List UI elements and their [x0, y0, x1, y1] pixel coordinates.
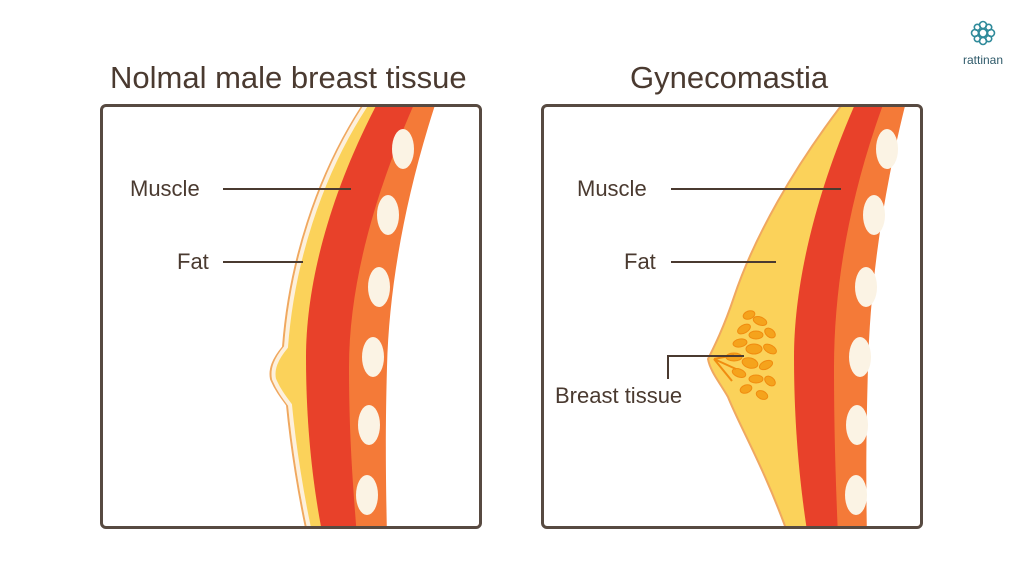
- gynecomastia-chest-cross-section: [667, 107, 920, 526]
- normal-panel-title: Nolmal male breast tissue: [110, 60, 467, 95]
- rib-bone: [855, 267, 877, 307]
- normal-diagram-panel: Muscle Fat: [100, 104, 482, 529]
- normal-skin-edge: [271, 107, 368, 526]
- gynecomastia-diagram-panel: Muscle Fat Breast tissue: [541, 104, 923, 529]
- rib-bone: [358, 405, 380, 445]
- gyno-breast-tissue-label: Breast tissue: [555, 383, 683, 408]
- gynecomastia-panel-title: Gynecomastia: [630, 60, 829, 95]
- rib-bone: [849, 337, 871, 377]
- normal-chest-cavity: [385, 107, 479, 526]
- normal-chest-cross-section: [223, 107, 479, 526]
- gyno-muscle-label: Muscle: [577, 176, 647, 201]
- rib-bone: [377, 195, 399, 235]
- rib-bone: [846, 405, 868, 445]
- rib-bone: [876, 129, 898, 169]
- rib-bone: [356, 475, 378, 515]
- normal-muscle-label: Muscle: [130, 176, 200, 201]
- gyno-rib-bones: [845, 129, 898, 515]
- gyno-chest-cavity: [866, 107, 920, 526]
- rib-bone: [845, 475, 867, 515]
- rib-bone: [368, 267, 390, 307]
- rib-bone: [392, 129, 414, 169]
- gyno-fat-label: Fat: [624, 249, 656, 274]
- normal-fat-label: Fat: [177, 249, 209, 274]
- brand-name: rattinan: [962, 53, 1004, 67]
- rib-bone: [362, 337, 384, 377]
- rib-bone: [863, 195, 885, 235]
- brand-logo: rattinan: [958, 20, 1008, 67]
- normal-rib-bones: [356, 129, 414, 515]
- logo-flower-icon: [970, 20, 996, 46]
- gyno-breast-tissue-leader: [667, 355, 744, 379]
